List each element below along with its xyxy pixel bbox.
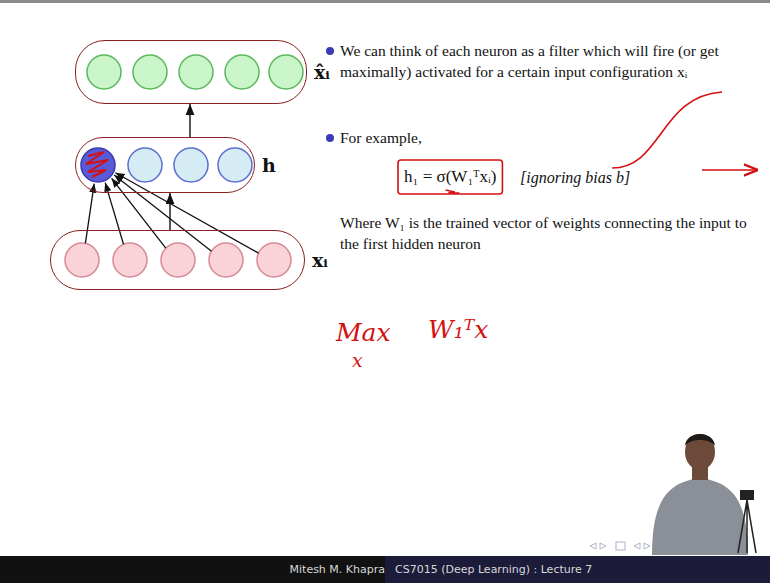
bullet-text: We can think of each neuron as a filter … bbox=[340, 40, 750, 82]
layer-connector bbox=[169, 193, 170, 230]
weight-arrow bbox=[105, 183, 123, 245]
navigation-icons bbox=[590, 542, 650, 550]
sigmoid-sketch bbox=[612, 92, 722, 168]
sketch-arrow bbox=[702, 169, 758, 171]
nav-icon bbox=[616, 542, 625, 550]
bullet bbox=[326, 134, 334, 142]
weight-arrow bbox=[114, 175, 211, 251]
handwritten-annotations bbox=[612, 92, 758, 170]
presenter-head bbox=[685, 434, 715, 470]
layer-name: h bbox=[262, 154, 276, 176]
top-rule bbox=[0, 0, 770, 3]
input-neurons bbox=[65, 243, 291, 277]
layer-connector bbox=[189, 104, 190, 137]
handwritten-note: x bbox=[352, 348, 363, 373]
camera bbox=[740, 490, 754, 500]
explanation: Where W₁ is the trained vector of weight… bbox=[340, 212, 750, 254]
footer-course: CS7015 (Deep Learning) : Lecture 7 bbox=[395, 562, 592, 578]
input-neuron bbox=[113, 243, 147, 277]
output-layer: x̂ᵢ bbox=[75, 40, 307, 104]
active-neuron bbox=[81, 148, 115, 182]
handwritten-note: Max bbox=[336, 316, 391, 349]
hidden-layer: h bbox=[75, 137, 255, 193]
footer-right-bar bbox=[385, 556, 770, 583]
presenter bbox=[652, 434, 756, 555]
footer-author: Mitesh M. Khapra bbox=[10, 562, 385, 578]
output-neurons bbox=[87, 55, 303, 89]
nav-icon bbox=[634, 543, 650, 549]
underline-scribble bbox=[446, 190, 460, 193]
input-neuron bbox=[161, 243, 195, 277]
weight-arrow bbox=[85, 184, 94, 244]
hidden-neurons bbox=[81, 148, 252, 182]
weight-arrows bbox=[85, 173, 258, 253]
bullet bbox=[326, 47, 334, 55]
hidden-neuron bbox=[128, 148, 162, 182]
scribble bbox=[86, 152, 108, 177]
hidden-neuron bbox=[174, 148, 208, 182]
highlight-box bbox=[398, 160, 502, 194]
formula-annotations bbox=[398, 160, 502, 194]
output-neuron bbox=[179, 55, 213, 89]
presenter-hair bbox=[685, 434, 715, 446]
formula-note: [ignoring bias b] bbox=[520, 167, 630, 188]
hidden-neuron bbox=[218, 148, 252, 182]
bullet-text: For example, bbox=[340, 127, 422, 148]
nav-icon bbox=[590, 543, 606, 549]
weight-arrow bbox=[112, 178, 166, 248]
input-neuron bbox=[257, 243, 291, 277]
formula: h₁ = σ(W₁ᵀxᵢ) bbox=[404, 166, 496, 188]
input-neuron bbox=[65, 243, 99, 277]
input-layer: xᵢ bbox=[50, 230, 305, 290]
presenter-shirt bbox=[652, 478, 748, 555]
weight-arrow bbox=[115, 173, 258, 253]
output-neuron bbox=[87, 55, 121, 89]
footer-left-bar bbox=[0, 556, 385, 583]
handwritten-note: W₁ᵀx bbox=[428, 313, 488, 346]
output-neuron bbox=[133, 55, 167, 89]
output-neuron bbox=[269, 55, 303, 89]
input-neuron bbox=[209, 243, 243, 277]
layer-name: x̂ᵢ bbox=[314, 61, 330, 83]
layer-name: xᵢ bbox=[312, 249, 328, 271]
tripod bbox=[738, 500, 756, 553]
output-neuron bbox=[225, 55, 259, 89]
